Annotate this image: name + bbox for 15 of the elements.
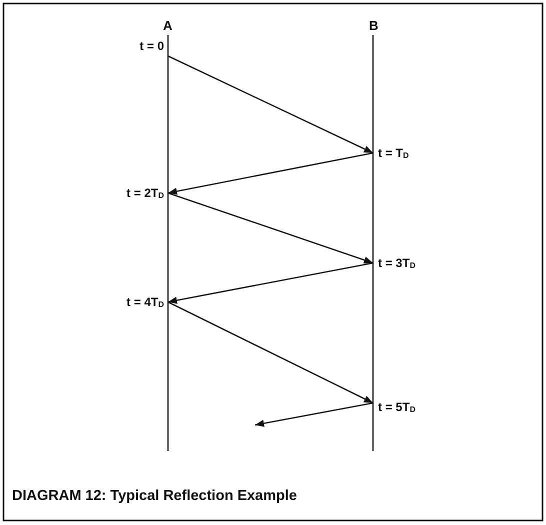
time-label: t = 3T$_{D}$	[378, 255, 416, 272]
lifeline-label: B	[369, 18, 378, 33]
caption: DIAGRAM 12: Typical Reflection Example	[12, 488, 297, 504]
time-label: t = 5T$_{D}$	[378, 399, 416, 416]
signal-arrow	[254, 402, 374, 427]
signal-arrow	[168, 55, 374, 154]
signal-arrow	[168, 301, 374, 404]
time-label: t = T$_{D}$	[378, 145, 409, 162]
time-label: t = 4T$_{D}$	[126, 294, 164, 311]
signal-arrow	[168, 152, 374, 195]
signal-arrow	[168, 192, 374, 264]
lifeline-label: A	[163, 18, 172, 33]
time-label: t = 2T$_{D}$	[126, 185, 164, 202]
signal-arrow	[168, 262, 374, 304]
time-label: t = 0	[140, 38, 164, 55]
